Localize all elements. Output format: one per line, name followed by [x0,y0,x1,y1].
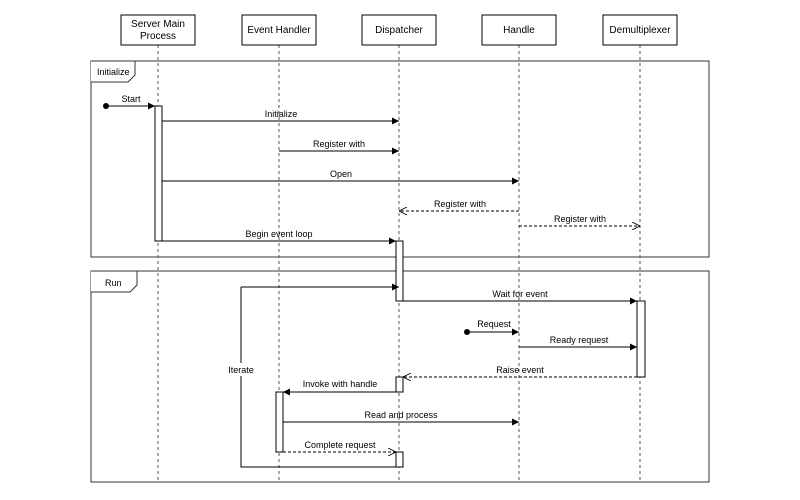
message-label-raise-event: Raise event [496,365,544,375]
activation-demux [636,300,646,378]
message-label-start: Start [121,94,141,104]
activation-dispatcher-complete [395,451,404,468]
messages: Start Initialize Register with Open Regi… [106,94,640,452]
participant-event-handler-label: Event Handler [247,25,311,36]
participant-demultiplexer-label: Demultiplexer [609,25,671,36]
iterate-loop: Iterate [226,287,399,468]
message-label-initialize: Initialize [265,109,298,119]
frame-initialize-label: Initialize [97,67,130,77]
message-label-complete: Complete request [304,440,376,450]
message-label-request: Request [477,319,511,329]
activations [154,105,646,468]
frame-initialize: Initialize [90,60,710,258]
activation-dispatcher-loop [395,240,404,302]
message-label-invoke: Invoke with handle [303,379,378,389]
activation-server [154,105,163,242]
iterate-label: Iterate [228,365,254,375]
participant-demultiplexer[interactable]: Demultiplexer [602,14,678,46]
message-label-open: Open [330,169,352,179]
participant-server-label-2: Process [140,31,176,42]
message-label-register-demux: Register with [554,214,606,224]
participant-dispatcher[interactable]: Dispatcher [361,14,437,46]
frame-run-label: Run [105,278,122,288]
message-label-ready-request: Ready request [550,335,609,345]
participant-handle-label: Handle [503,25,535,36]
participant-event-handler[interactable]: Event Handler [241,14,317,46]
participant-server-label-1: Server Main [131,19,185,30]
participant-dispatcher-label: Dispatcher [375,25,423,36]
activation-dispatcher-invoke [395,376,404,393]
message-label-register-dispatcher: Register with [434,199,486,209]
participant-handle[interactable]: Handle [481,14,557,46]
message-label-read-process: Read and process [364,410,438,420]
message-label-register-handler: Register with [313,139,365,149]
message-label-wait-event: Wait for event [492,289,548,299]
message-label-begin-loop: Begin event loop [245,229,312,239]
participant-server[interactable]: Server Main Process [120,14,196,46]
activation-handler [275,391,284,453]
